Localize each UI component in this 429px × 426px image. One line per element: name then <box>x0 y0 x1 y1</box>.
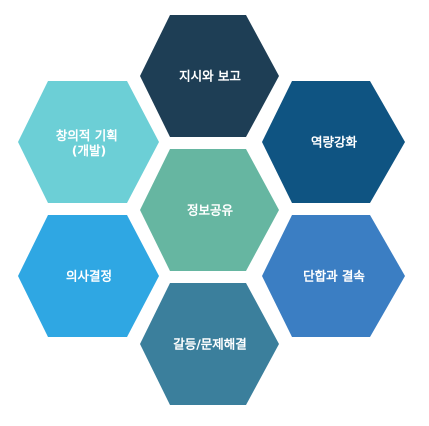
hexagon-unity: 단합과 결속 <box>262 215 405 337</box>
hexagon-unity-label: 단합과 결속 <box>303 269 365 284</box>
hexagon-conflict-label: 갈등/문제해결 <box>173 337 247 352</box>
hexagon-report-label: 지시와 보고 <box>179 69 241 84</box>
hexagon-decision-label: 의사결정 <box>66 269 112 284</box>
hexagon-conflict: 갈등/문제해결 <box>140 283 279 405</box>
hexagon-competency-shape <box>262 81 405 203</box>
hexagon-conflict-shape <box>140 283 279 405</box>
hexagon-info-shape <box>140 149 279 271</box>
hexagon-competency-label: 역량강화 <box>311 135 358 150</box>
hexagon-competency: 역량강화 <box>262 81 405 203</box>
hexagon-decision-shape <box>18 215 159 337</box>
hexagon-unity-shape <box>262 215 405 337</box>
hexagon-decision: 의사결정 <box>18 215 159 337</box>
hexagon-info-label: 정보공유 <box>187 203 234 218</box>
hexagon-report-shape <box>140 15 279 137</box>
hexagon-creative-shape <box>18 81 159 203</box>
hexagon-creative-label-line-2: (개발) <box>72 143 106 158</box>
hexagon-creative-label: 창의적 기획 (개발) <box>56 128 122 158</box>
hexagon-creative-label-line-1: 창의적 기획 <box>56 128 118 143</box>
hexagon-info: 정보공유 <box>140 149 279 271</box>
hexagon-report: 지시와 보고 <box>140 15 279 137</box>
hexagon-creative: 창의적 기획 (개발) <box>18 81 159 203</box>
